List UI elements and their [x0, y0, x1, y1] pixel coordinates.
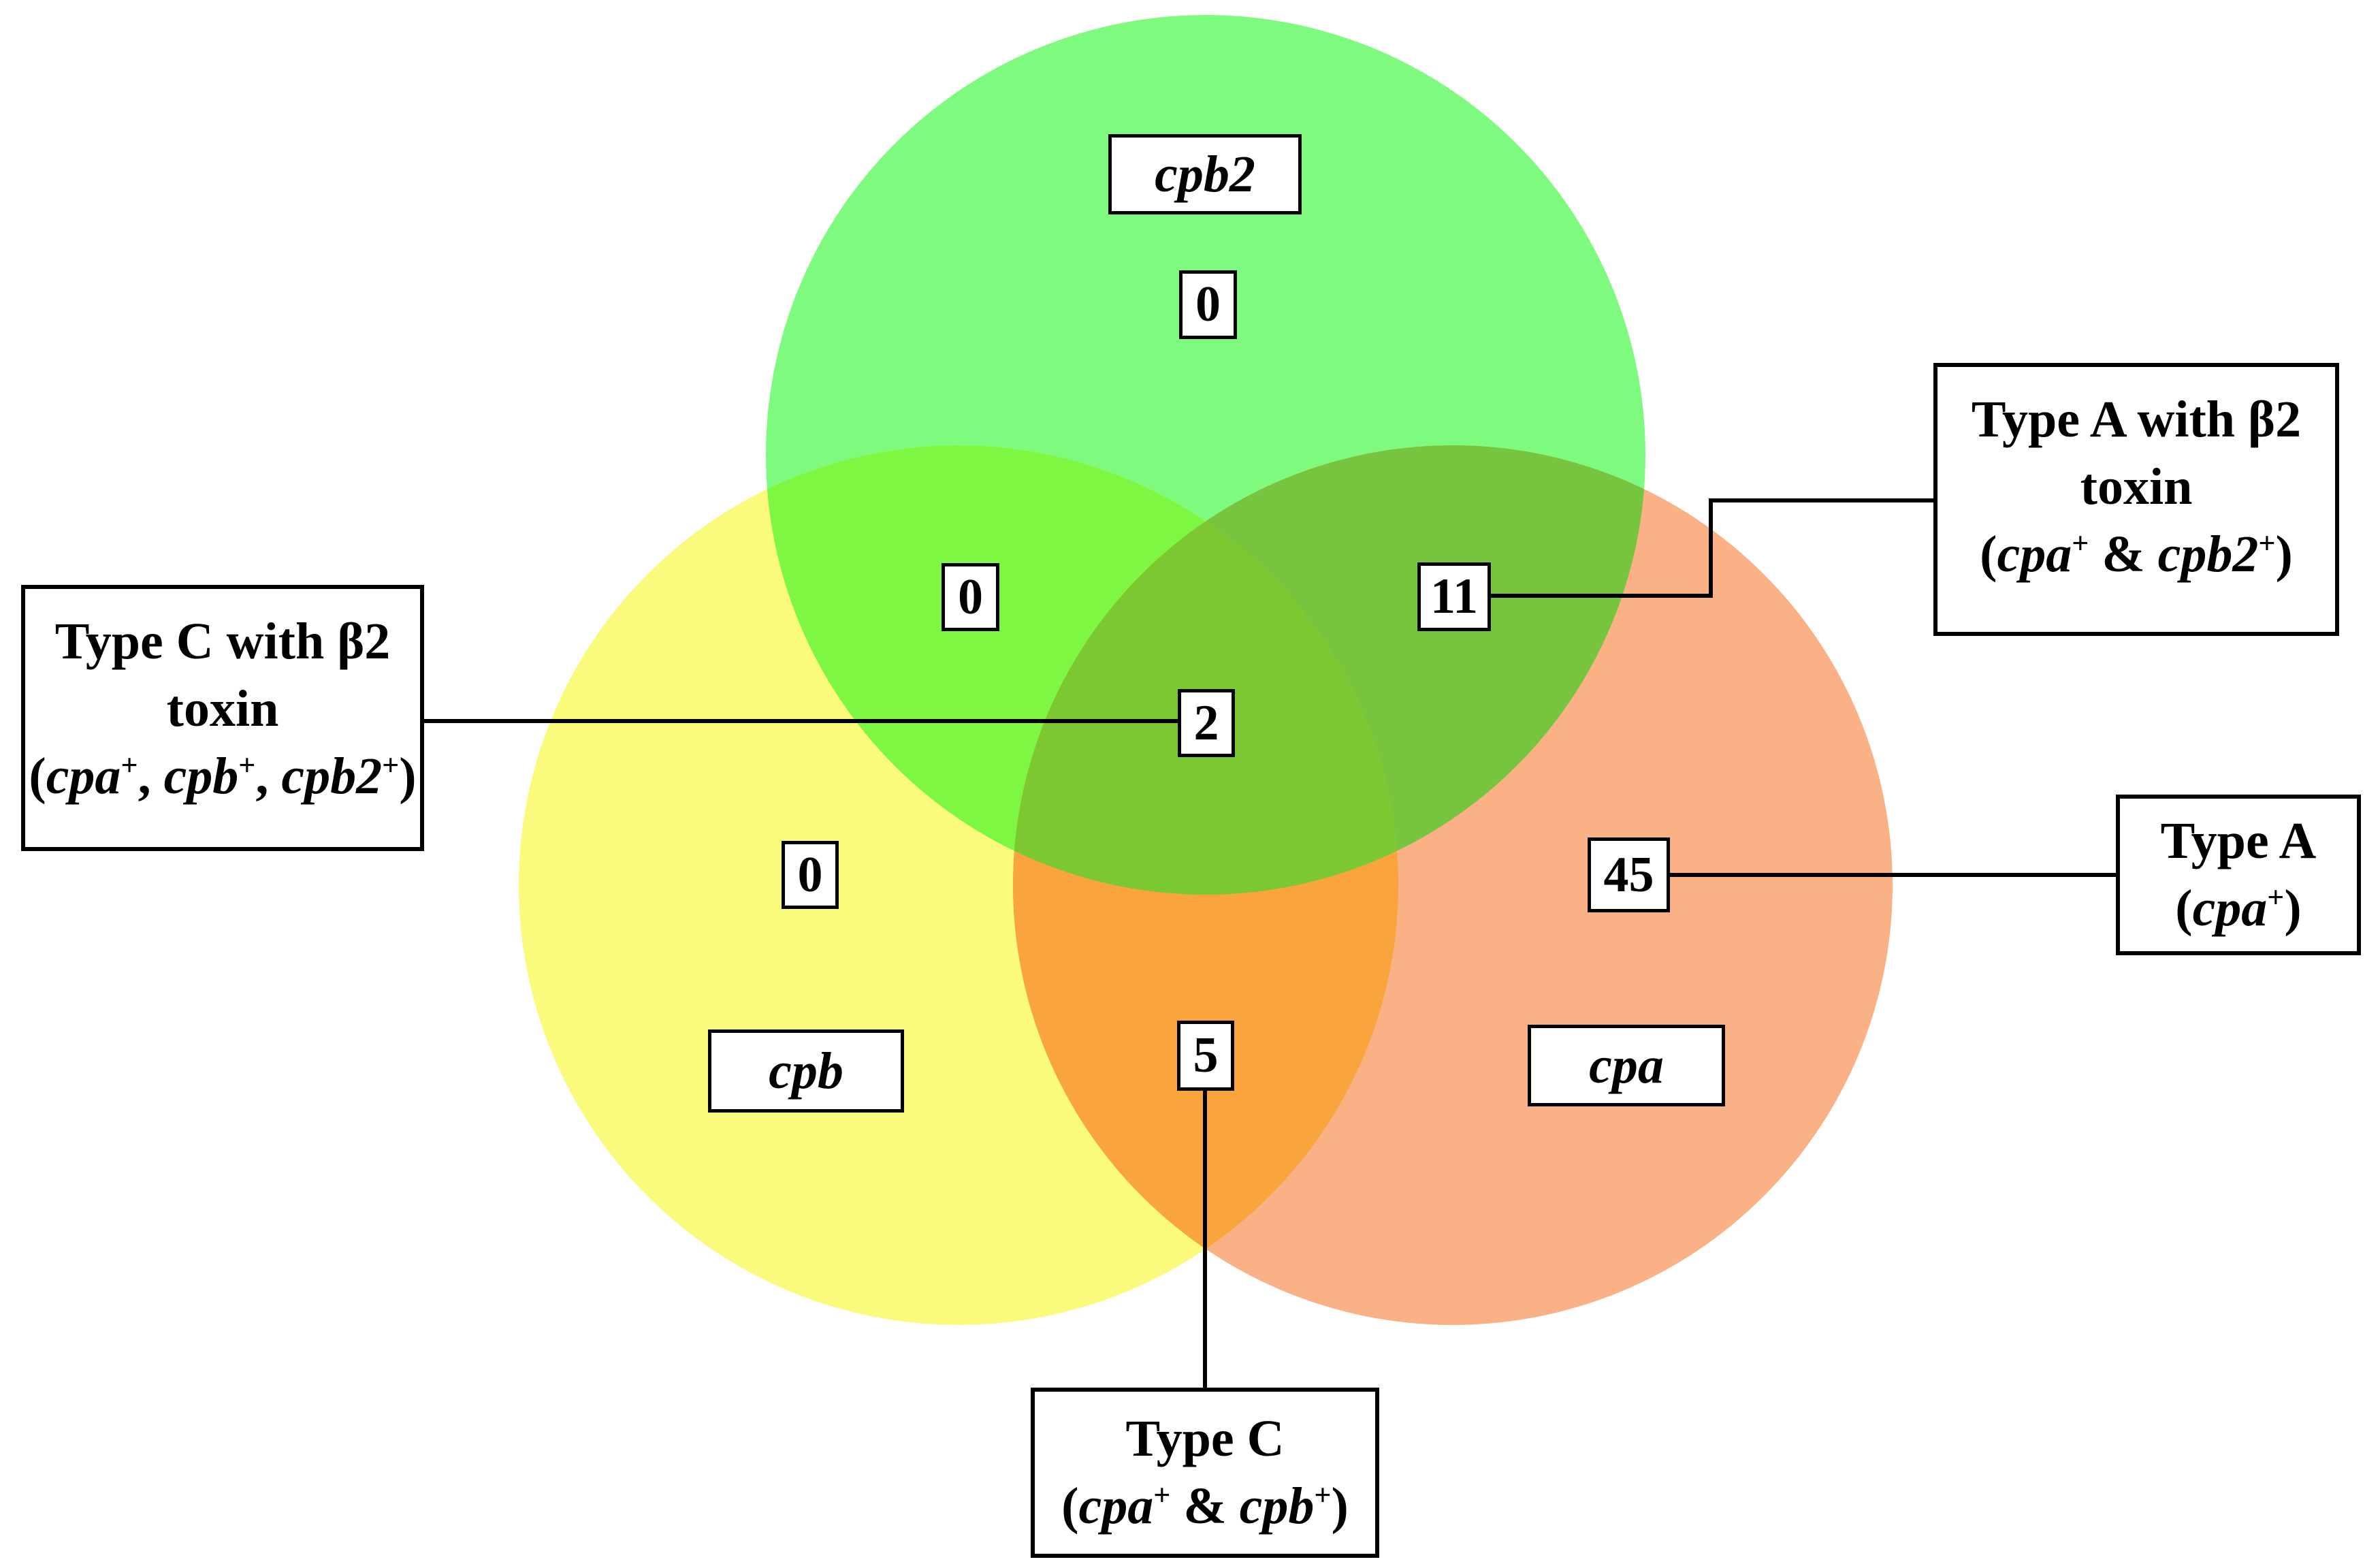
region-center-all-three [1013, 445, 1398, 895]
count-cpb2-cpa-overlap: 11 [1417, 562, 1491, 631]
annotation-type-a: Type A(cpa+) [2116, 795, 2361, 955]
label-cpb2: cpb2 [1108, 134, 1302, 214]
label-cpb: cpb [708, 1029, 904, 1113]
connector-11-to-type-a-b2 [1490, 498, 1936, 598]
label-cpa: cpa [1528, 1025, 1725, 1106]
annotation-type-c: Type C(cpa+ & cpb+) [1031, 1388, 1379, 1558]
count-cpa-only: 45 [1588, 837, 1670, 912]
count-cpb-cpa-overlap: 5 [1177, 1021, 1234, 1091]
count-cpb-only: 0 [782, 841, 839, 909]
count-cpb2-cpb-overlap: 0 [942, 563, 999, 631]
count-all-three: 2 [1178, 689, 1235, 757]
count-cpb2-only: 0 [1179, 270, 1237, 339]
